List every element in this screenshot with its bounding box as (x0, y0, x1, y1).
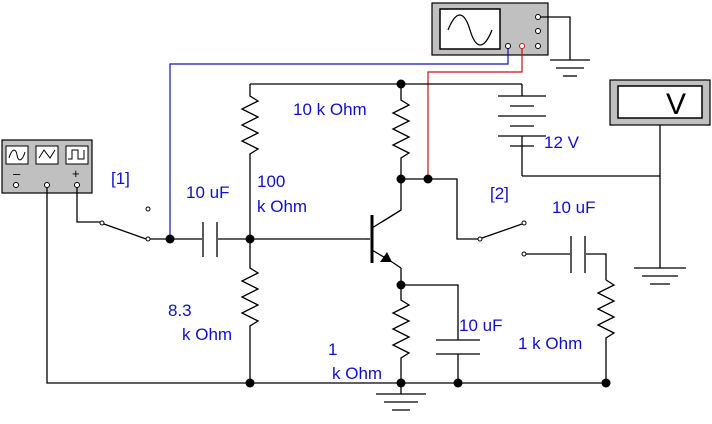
sine-wave-icon (447, 14, 493, 46)
svg-text:–: – (13, 166, 21, 181)
voltmeter[interactable]: V (609, 79, 711, 126)
r-bias-bottom-unit: k Ohm (182, 325, 232, 344)
npn-transistor-icon (366, 209, 402, 269)
ground-icon (550, 59, 590, 77)
r-collector-label: 10 k Ohm (293, 100, 367, 119)
svg-text:+: + (72, 166, 80, 181)
r-bias-top-value: 100 (257, 172, 285, 191)
scope-terminal-b[interactable] (519, 43, 525, 49)
voltmeter-unit: V (666, 88, 686, 121)
oscilloscope[interactable] (431, 2, 549, 56)
c-in-label: 10 uF (186, 183, 229, 202)
r-bias-top-unit: k Ohm (257, 197, 307, 216)
c-emitter-label: 10 uF (459, 316, 502, 335)
junction-dots (165, 79, 611, 388)
ground-icon (634, 267, 686, 285)
scope-terminal-a[interactable] (505, 43, 511, 49)
battery-icon (498, 84, 546, 176)
ground-icon (376, 393, 426, 411)
r-emitter-unit: k Ohm (332, 364, 382, 383)
c-out-label: 10 uF (552, 198, 595, 217)
switch2-label: [2] (490, 184, 509, 203)
r-bias-bottom-value: 8.3 (168, 301, 192, 320)
battery-label: 12 V (544, 133, 580, 152)
r-emitter-value: 1 (328, 340, 337, 359)
r-load-label: 1 k Ohm (518, 334, 582, 353)
switch1-label: [1] (111, 169, 130, 188)
function-generator[interactable]: – + (1, 139, 93, 194)
